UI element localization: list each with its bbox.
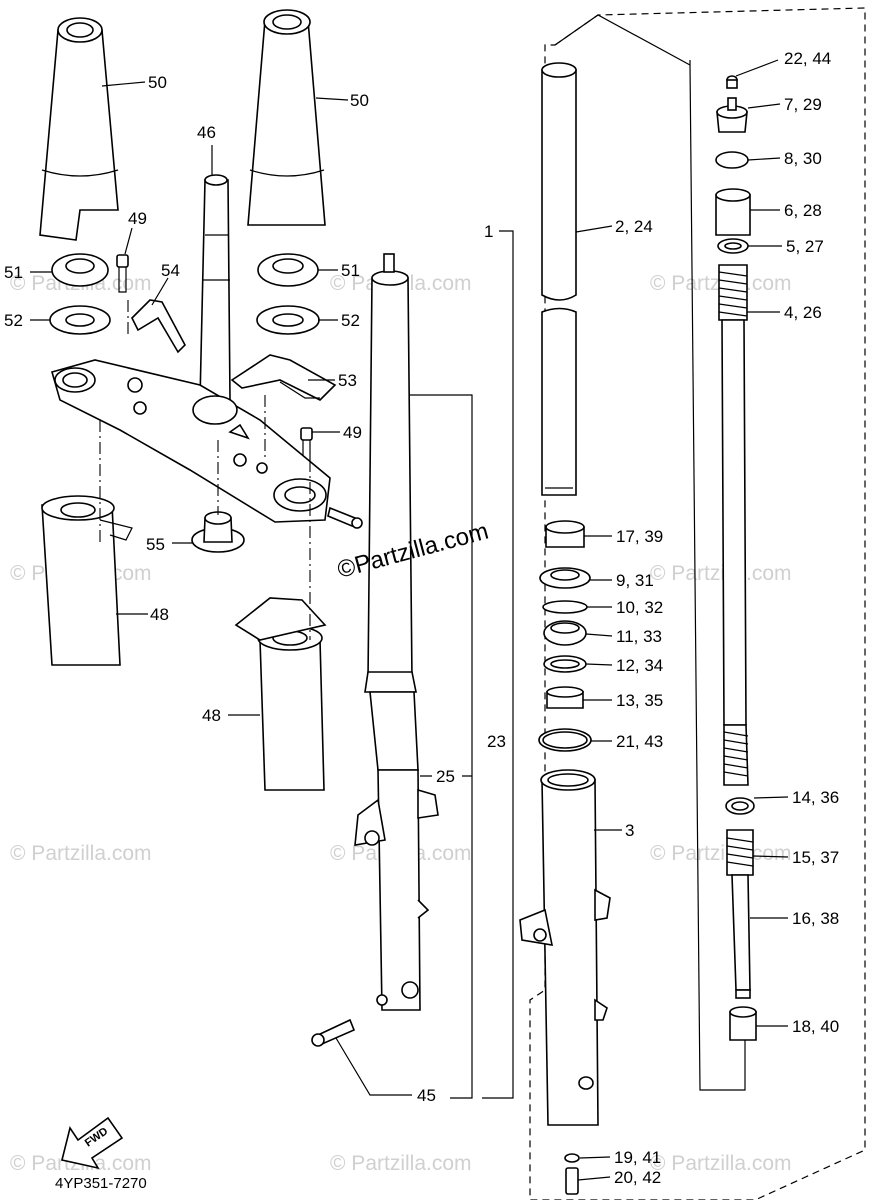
callout-16-38: 16, 38 bbox=[792, 909, 839, 928]
bolt-side bbox=[327, 506, 363, 529]
callout-45: 45 bbox=[417, 1086, 436, 1105]
upper-cover-left bbox=[39, 17, 119, 241]
lower-cover-right bbox=[234, 597, 327, 791]
watermark: © Partzilla.com bbox=[10, 842, 152, 865]
cartridge-bracket bbox=[554, 14, 746, 1091]
nut-55 bbox=[191, 511, 245, 553]
callout-4-26: 4, 26 bbox=[784, 303, 822, 322]
callout-3: 3 bbox=[625, 821, 634, 840]
leader-lines bbox=[30, 59, 789, 1181]
callout-13-35: 13, 35 bbox=[616, 691, 663, 710]
callout-25: 25 bbox=[436, 767, 455, 786]
bolt-45 bbox=[311, 1018, 356, 1047]
callout-22-44: 22, 44 bbox=[784, 49, 831, 68]
callout-2-24: 2, 24 bbox=[615, 217, 653, 236]
callout-48: 48 bbox=[150, 605, 169, 624]
steering-stem bbox=[199, 174, 231, 401]
callout-17-39: 17, 39 bbox=[616, 527, 663, 546]
bolt-20 bbox=[565, 1167, 579, 1195]
bushings-and-seals bbox=[538, 520, 592, 752]
callout-11-33: 11, 33 bbox=[616, 627, 662, 646]
callout-1: 1 bbox=[484, 222, 493, 241]
callout-53: 53 bbox=[338, 371, 357, 390]
outer-tube-3 bbox=[519, 769, 611, 1126]
lower-bracket bbox=[51, 359, 331, 523]
callout-6-28: 6, 28 bbox=[784, 201, 822, 220]
callout-51: 51 bbox=[4, 263, 23, 282]
callout-46: 46 bbox=[197, 123, 216, 142]
callout-21-43: 21, 43 bbox=[616, 732, 663, 751]
callout-5-27: 5, 27 bbox=[786, 237, 824, 256]
bolts-49 bbox=[116, 254, 313, 463]
callout-7-29: 7, 29 bbox=[784, 95, 822, 114]
small-washer-19 bbox=[564, 1153, 580, 1163]
clamp-54 bbox=[131, 299, 186, 354]
callout-15-37: 15, 37 bbox=[792, 848, 839, 867]
watermark: © Partzilla.com bbox=[330, 1152, 472, 1175]
dust-seals bbox=[49, 253, 320, 335]
callout-55: 55 bbox=[146, 535, 165, 554]
handle-bracket-53 bbox=[230, 354, 337, 401]
spring-4 bbox=[718, 264, 749, 786]
callout-18-40: 18, 40 bbox=[792, 1017, 839, 1036]
inner-tube bbox=[541, 62, 577, 496]
lower-cover-left bbox=[41, 495, 133, 666]
callout-52: 52 bbox=[341, 311, 360, 330]
callout-51: 51 bbox=[341, 261, 360, 280]
callout-12-34: 12, 34 bbox=[616, 656, 663, 675]
rod-parts bbox=[725, 797, 757, 1041]
callout-49: 49 bbox=[343, 423, 362, 442]
callout-8-30: 8, 30 bbox=[784, 149, 822, 168]
callout-49: 49 bbox=[128, 209, 147, 228]
watermark: © Partzilla.com bbox=[650, 842, 792, 865]
watermark: © Partzilla.com bbox=[650, 562, 792, 585]
callout-23: 23 bbox=[487, 732, 506, 751]
callout-19-41: 19, 41 bbox=[614, 1148, 661, 1167]
upper-cover-right bbox=[247, 9, 326, 226]
diagram-code: 4YP351-7270 bbox=[55, 1175, 147, 1192]
outer-fork-assembly bbox=[354, 253, 439, 1011]
callout-labels: 50 50 46 49 51 51 52 52 54 53 49 55 48 4… bbox=[4, 49, 839, 1187]
centre-lines bbox=[99, 300, 311, 640]
callout-50: 50 bbox=[148, 73, 167, 92]
callout-9-31: 9, 31 bbox=[616, 571, 654, 590]
watermark: © Partzilla.com bbox=[650, 1152, 792, 1175]
cap-parts bbox=[715, 75, 751, 254]
callout-20-42: 20, 42 bbox=[614, 1168, 661, 1187]
callout-54: 54 bbox=[161, 261, 180, 280]
assembly-boundary bbox=[529, 7, 866, 1200]
callout-52: 52 bbox=[4, 311, 23, 330]
callout-14-36: 14, 36 bbox=[792, 788, 839, 807]
callout-48: 48 bbox=[202, 706, 221, 725]
callout-10-32: 10, 32 bbox=[616, 598, 663, 617]
callout-50: 50 bbox=[350, 91, 369, 110]
